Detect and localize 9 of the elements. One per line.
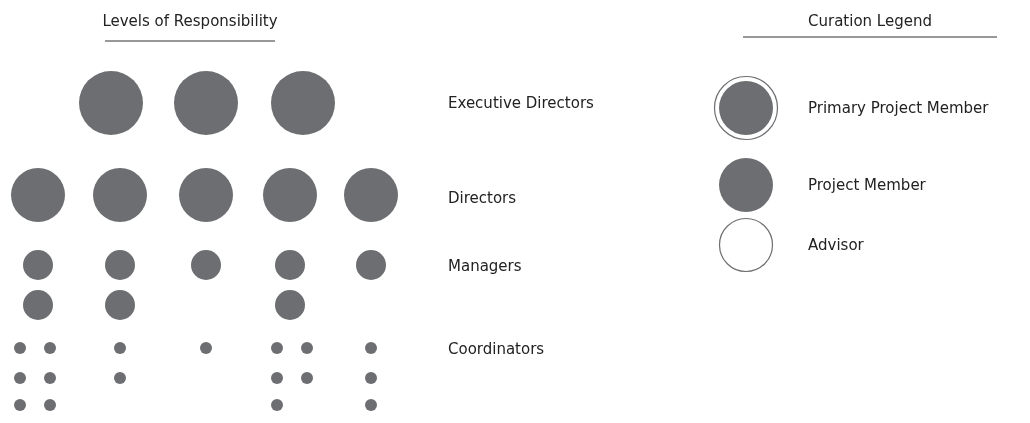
level-label: Managers: [448, 257, 522, 275]
legend-label: Primary Project Member: [808, 99, 989, 117]
legend-label: Advisor: [808, 236, 864, 254]
level-label: Coordinators: [448, 340, 545, 358]
legend-label: Project Member: [808, 176, 926, 194]
level-label: Directors: [448, 189, 517, 207]
level-label: Executive Directors: [448, 94, 594, 112]
heading: Levels of Responsibility: [102, 12, 278, 30]
heading: Curation Legend: [808, 12, 932, 30]
